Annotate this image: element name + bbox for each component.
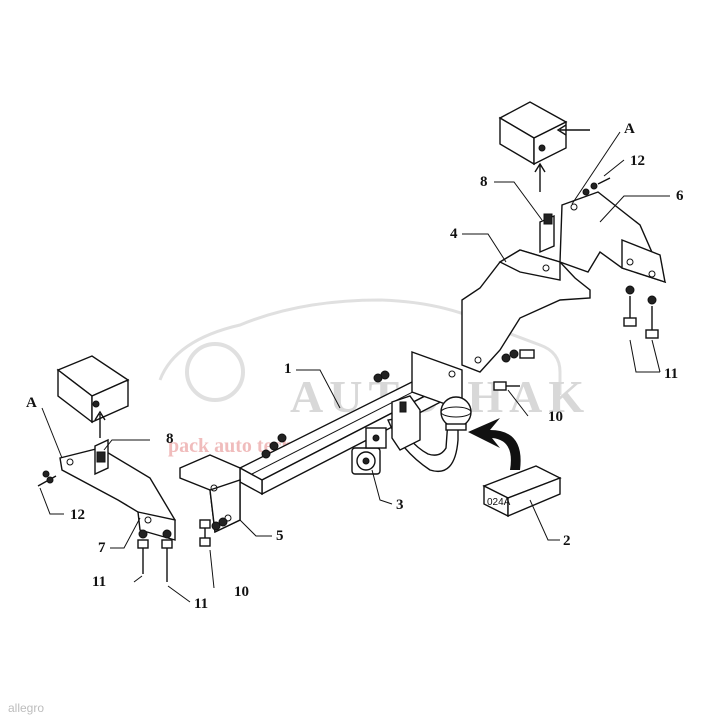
bolt-right-12 bbox=[582, 177, 611, 196]
label-part-11-left-b: 11 bbox=[194, 596, 208, 612]
label-part-10-right: 10 bbox=[548, 409, 563, 425]
bolts-left-11 bbox=[137, 529, 173, 582]
bolts-left-10 bbox=[199, 517, 228, 547]
bolts-right-10 bbox=[373, 349, 535, 391]
hitch-receiver bbox=[391, 395, 421, 451]
label-part-12-left: 12 bbox=[70, 507, 85, 523]
label-part-7: 7 bbox=[98, 540, 106, 556]
watermark-tagline: pack auto tech bbox=[168, 435, 292, 457]
label-part-3: 3 bbox=[396, 497, 404, 513]
code-plate: 024A bbox=[482, 465, 562, 518]
label-a-right: A bbox=[624, 121, 635, 137]
detail-box-left bbox=[56, 355, 130, 438]
code-plate-text: 024A bbox=[487, 497, 511, 508]
detail-box-right bbox=[498, 101, 590, 192]
label-part-12-right: 12 bbox=[630, 153, 645, 169]
watermark-wheel bbox=[185, 342, 245, 402]
tow-ball-neck bbox=[387, 396, 472, 472]
electrical-socket bbox=[351, 427, 387, 475]
bolts-right-11 bbox=[623, 285, 659, 339]
washers-beam-left bbox=[261, 433, 287, 459]
installation-arrow bbox=[468, 418, 521, 470]
left-side-rail bbox=[59, 447, 176, 541]
label-part-11-left-a: 11 bbox=[92, 574, 106, 590]
watermark-car-outline bbox=[158, 298, 562, 395]
callout-labels: A A 1 2 3 4 5 6 7 8 8 10 10 11 11 11 12 … bbox=[26, 121, 684, 612]
label-part-8-left: 8 bbox=[166, 431, 174, 447]
label-part-10-left: 10 bbox=[234, 584, 249, 600]
small-bracket-left bbox=[94, 438, 109, 476]
label-part-1: 1 bbox=[284, 361, 292, 377]
bolt-left-12 bbox=[37, 470, 57, 487]
footer-source: allegro bbox=[8, 701, 44, 715]
label-part-2: 2 bbox=[563, 533, 571, 549]
label-part-5: 5 bbox=[276, 528, 284, 544]
label-a-left: A bbox=[26, 395, 37, 411]
small-bracket-right bbox=[539, 213, 555, 254]
left-mount-plate bbox=[179, 454, 241, 534]
label-part-4: 4 bbox=[450, 226, 458, 242]
leader-lines bbox=[39, 131, 670, 603]
right-side-rail bbox=[559, 191, 667, 284]
label-part-11-right: 11 bbox=[664, 366, 678, 382]
label-part-8-right: 8 bbox=[480, 174, 488, 190]
right-mount-bracket bbox=[461, 249, 591, 373]
label-part-6: 6 bbox=[676, 188, 684, 204]
